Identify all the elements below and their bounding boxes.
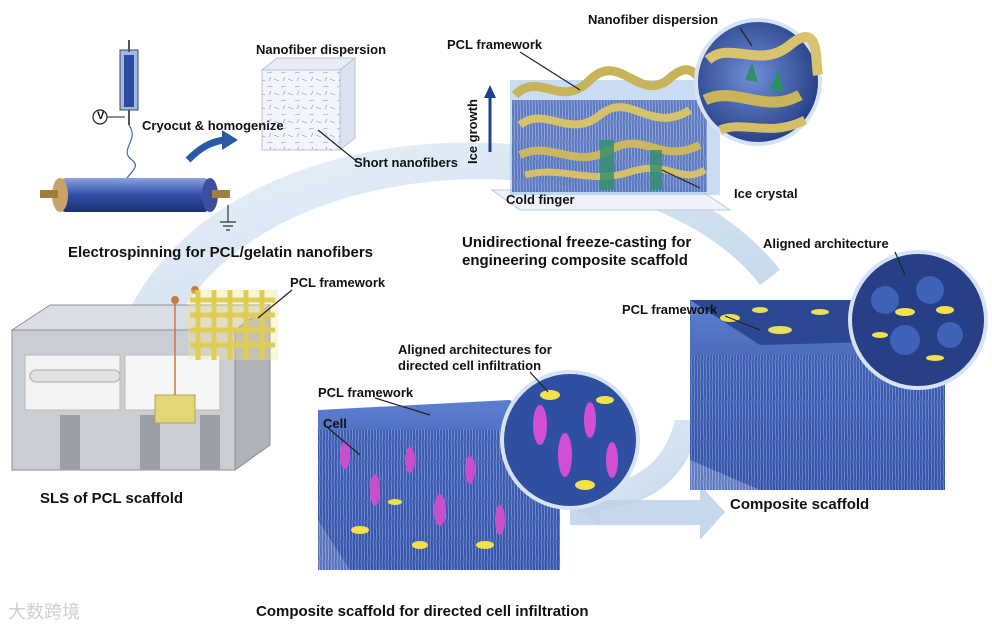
cell-infiltration-scaffold: [318, 400, 560, 570]
nanofiber-dispersion-right-label: Nanofiber dispersion: [588, 12, 719, 27]
freeze-casting-setup: [490, 65, 732, 211]
bottom-arrow: [570, 485, 725, 540]
cold-finger-label: Cold finger: [506, 192, 575, 207]
short-nanofibers-leader: [317, 129, 356, 161]
aligned-arch-leader: [894, 251, 906, 276]
aligned-architectures-label-line1: Aligned architectures for: [398, 342, 552, 357]
aligned-architectures-leader: [529, 371, 549, 393]
pcl-framework-bottom-leader: [374, 397, 431, 416]
ice-crystal-leader: [661, 169, 701, 189]
pcl-framework-top-label: PCL framework: [447, 37, 543, 52]
directed-infiltration-caption: Composite scaffold for directed cell inf…: [256, 603, 589, 620]
cryocut-label: Cryocut & homogenize: [142, 118, 284, 133]
pcl-framework-right-leader: [724, 315, 761, 331]
dispersion-cube: [260, 56, 357, 152]
lens-leader: [739, 27, 753, 47]
aligned-architecture-lens: [848, 250, 988, 390]
ice-growth-label: Ice growth: [465, 98, 481, 165]
voltage-label: V: [97, 110, 105, 122]
ice-crystal-label: Ice crystal: [734, 186, 798, 201]
cell-infiltration-lens: [500, 370, 640, 510]
electrospinning-caption: Electrospinning for PCL/gelatin nanofibe…: [68, 244, 374, 261]
short-nanofibers-label: Short nanofibers: [354, 155, 459, 170]
cell-leader: [327, 427, 361, 456]
cryocut-arrow: [185, 136, 225, 163]
pcl-framework-top-leader: [519, 51, 581, 91]
electrospinning-setup: [40, 40, 236, 231]
freeze-casting-caption-line1: Unidirectional freeze-casting for: [462, 234, 692, 251]
watermark: 大数跨境: [8, 602, 80, 623]
collector-roller: [60, 178, 210, 212]
composite-scaffold-caption: Composite scaffold: [730, 496, 870, 513]
sls-machine: [10, 286, 272, 471]
pcl-framework-sls-leader: [257, 289, 293, 319]
ground-icon: [220, 205, 236, 231]
pcl-framework-sls-label: PCL framework: [290, 275, 386, 290]
sls-caption: SLS of PCL scaffold: [40, 490, 184, 507]
freeze-casting-caption-line2: engineering composite scaffold: [462, 252, 688, 269]
nanofiber-dispersion-lens: [694, 18, 823, 146]
pcl-lattice: [188, 290, 278, 360]
pcl-framework-bottom-label: PCL framework: [318, 385, 414, 400]
pcl-framework-right-label: PCL framework: [622, 302, 718, 317]
aligned-architecture-label: Aligned architecture: [763, 236, 889, 251]
nanofiber-dispersion-label: Nanofiber dispersion: [256, 42, 387, 57]
cell-label: Cell: [323, 416, 347, 431]
aligned-architectures-label-line2: directed cell infiltration: [398, 358, 542, 373]
